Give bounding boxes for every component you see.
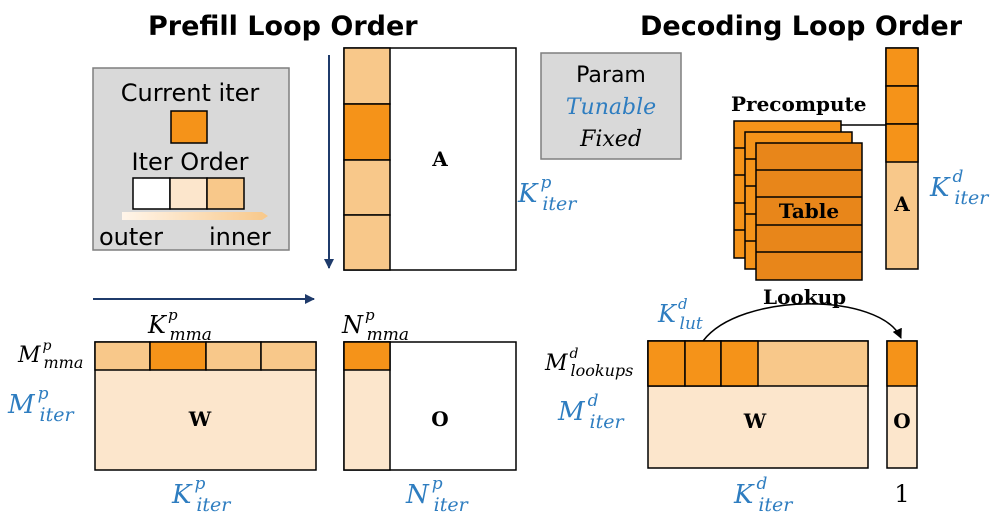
table-layer-front <box>755 142 863 281</box>
prefill-w-tile <box>205 341 262 371</box>
legend-outer-label: outer <box>99 223 163 251</box>
legend: Current iter Iter Order outer inner <box>92 67 290 251</box>
prefill-a-tile <box>343 214 391 271</box>
prefill-o-matrix: O <box>343 341 517 471</box>
lookup-table-stack: Table <box>733 120 863 281</box>
decoding-w-tile-current <box>720 340 759 387</box>
legend-inner-label: inner <box>209 223 271 251</box>
decoding-o-tile-current <box>886 340 918 387</box>
decoding-w-tile-current <box>684 340 722 387</box>
decoding-o-width-label: 1 <box>894 480 909 508</box>
prefill-o-label: O <box>431 407 448 431</box>
param-fixed-label: Fixed <box>579 127 642 152</box>
decoding-a-tile-current <box>885 47 919 87</box>
decoding-o-matrix: O <box>886 340 918 469</box>
precompute-label: Precompute <box>731 92 866 116</box>
legend-iter-order-label: Iter Order <box>132 148 249 176</box>
decoding-w-tile-current <box>647 340 686 387</box>
legend-outer-swatch <box>132 177 171 210</box>
legend-current-swatch <box>170 110 208 144</box>
decoding-a-tile-current <box>885 123 919 163</box>
legend-order-arrow <box>122 212 268 220</box>
param-legend: Param Tunable Fixed <box>540 52 682 160</box>
param-tunable-label: Tunable <box>566 95 656 120</box>
decoding-a-label: A <box>893 192 910 216</box>
decoding-a-tile-current <box>885 85 919 125</box>
param-box-background <box>540 52 682 160</box>
prefill-w-tile-current <box>149 341 207 371</box>
prefill-w-tile <box>260 341 317 371</box>
decoding-w-label: W <box>743 409 767 433</box>
prefill-w-matrix: W <box>94 341 317 471</box>
decoding-w-matrix: W <box>647 340 869 469</box>
prefill-a-tile-current <box>343 103 391 161</box>
table-label: Table <box>779 199 839 223</box>
legend-current-iter-label: Current iter <box>121 79 260 107</box>
param-label: Param <box>576 63 646 88</box>
legend-inner-swatch <box>206 177 245 210</box>
prefill-title: Prefill Loop Order <box>148 11 418 42</box>
prefill-a-matrix: A <box>343 47 517 271</box>
lookup-arrow <box>702 303 902 342</box>
prefill-o-tile-current <box>343 341 391 371</box>
decoding-title: Decoding Loop Order <box>640 11 963 42</box>
prefill-w-tile <box>94 341 151 371</box>
decoding-a-matrix: A <box>885 47 919 270</box>
prefill-w-label: W <box>188 407 212 431</box>
prefill-a-tile <box>343 159 391 216</box>
prefill-a-label: A <box>431 147 448 171</box>
decoding-o-label: O <box>893 409 910 433</box>
legend-middle-swatch <box>169 177 208 210</box>
prefill-a-tile <box>343 47 391 105</box>
